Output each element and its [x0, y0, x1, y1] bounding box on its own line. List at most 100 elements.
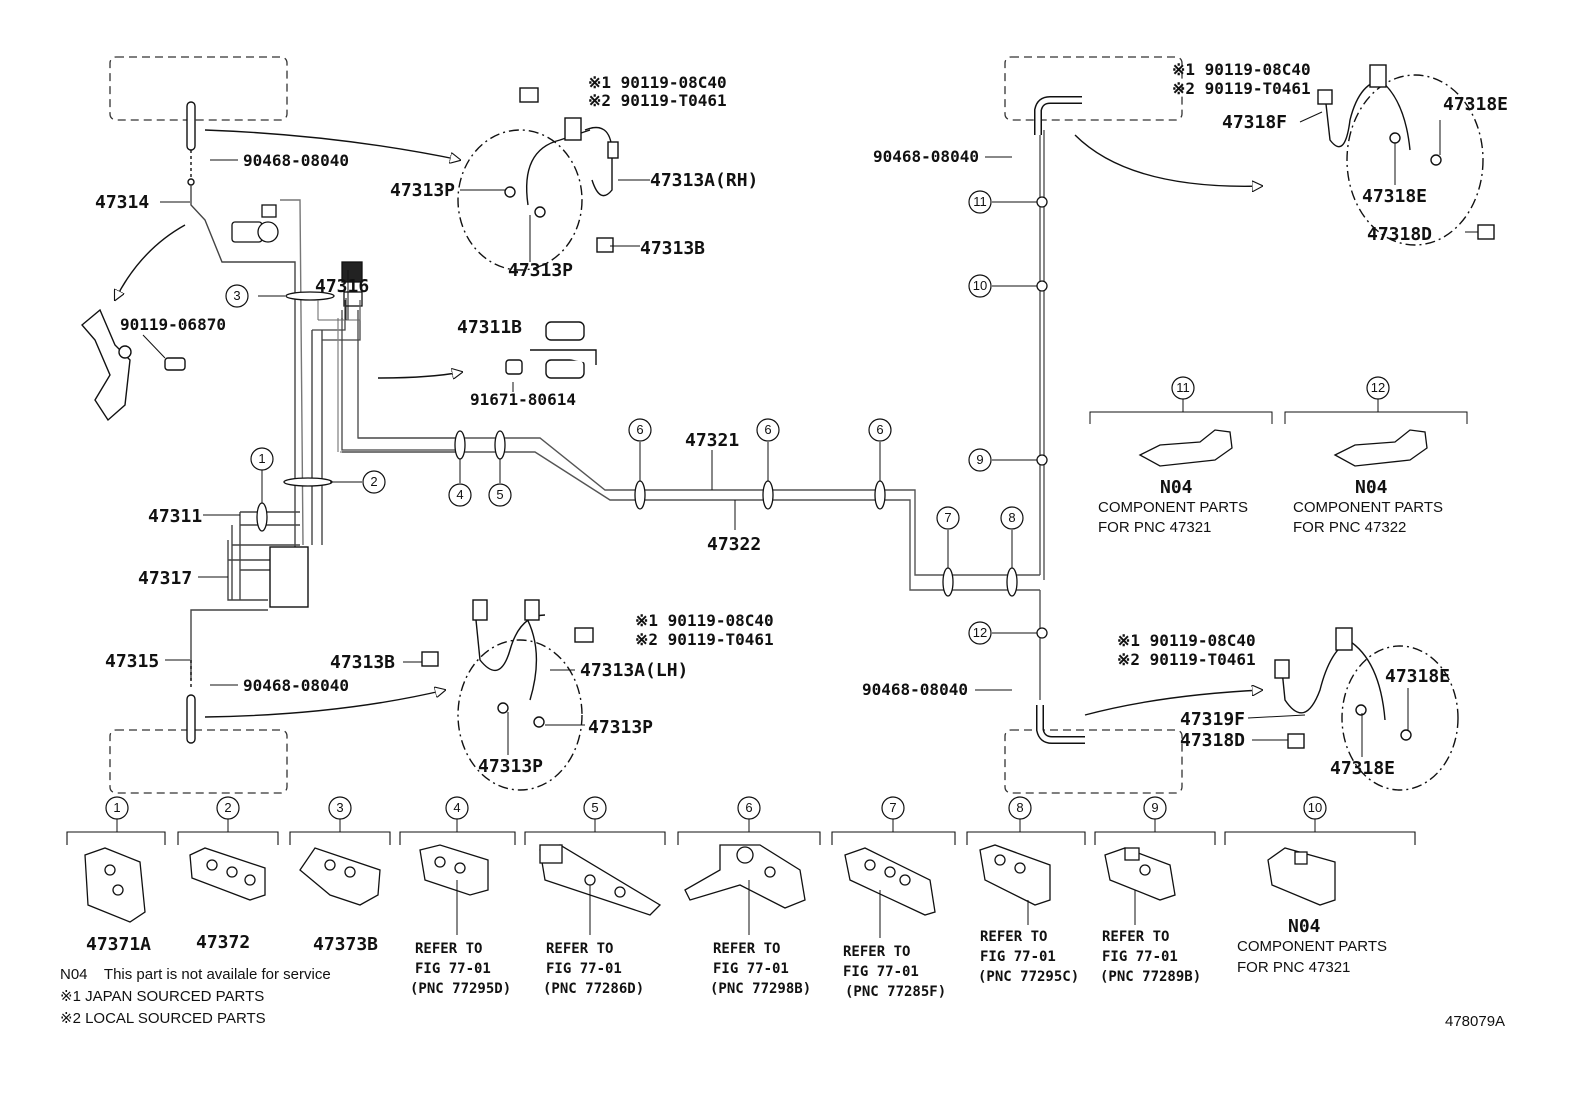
ref-11-line1: COMPONENT PARTS: [1098, 499, 1248, 516]
label-fr-hose: 47318F: [1222, 112, 1287, 133]
callout-4-label: 4: [456, 487, 463, 502]
b7-l3: (PNC 77285F): [845, 984, 946, 1000]
brake-actuator-47317: [269, 546, 309, 608]
label-lh-b: 47313B: [330, 652, 395, 673]
bottom-row-callout-stems: [116, 819, 1316, 832]
callout-2-label: 2: [370, 474, 377, 489]
b4-l3: (PNC 77295D): [410, 981, 511, 997]
label-47314: 47314: [95, 192, 149, 213]
b4-num: 4: [453, 800, 460, 815]
label-rh-b: 47313B: [640, 238, 705, 259]
ref-11-num: 11: [1176, 380, 1190, 395]
b3-num: 3: [336, 800, 343, 815]
bottom-leaders: [456, 880, 1136, 938]
callout-6c-label: 6: [876, 422, 883, 437]
legend: N04 This part is not availale for servic…: [60, 966, 331, 1027]
callout-12: [968, 621, 992, 645]
label-rr-bolt1: ※1 90119-08C40: [1117, 631, 1256, 650]
legend-japan: ※1 JAPAN SOURCED PARTS: [60, 988, 264, 1005]
rear-left-fitting: [186, 660, 196, 744]
callout-3-label: 3: [233, 288, 240, 303]
callout-5: [488, 483, 512, 507]
b4-l2: FIG 77-01: [415, 961, 491, 977]
callout-6a: [628, 418, 652, 442]
b10-l1: COMPONENT PARTS: [1237, 938, 1387, 955]
b6-l3: (PNC 77298B): [710, 981, 811, 997]
label-47317: 47317: [138, 568, 192, 589]
b9-l1: REFER TO: [1102, 929, 1169, 945]
clamp-2-shape: [283, 477, 333, 487]
ref-12-line1: COMPONENT PARTS: [1293, 499, 1443, 516]
clamp-3-shape: [285, 291, 335, 301]
label-clip-rl: 90468-08040: [243, 676, 349, 695]
label-47322: 47322: [707, 534, 761, 555]
right-rear-fitting: [1036, 705, 1085, 744]
callout-6b-label: 6: [764, 422, 771, 437]
label-lh-bolt1: ※1 90119-08C40: [635, 611, 774, 630]
callout-3: [225, 284, 249, 308]
callout-12-label: 12: [973, 625, 987, 640]
legend-n04: N04 This part is not availale for servic…: [60, 966, 331, 983]
b3-label: 47373B: [313, 934, 378, 955]
diagram-callout-numbers: 1 2 3 4 5 6 6 6 7 8 11 10 9 12: [233, 194, 1015, 640]
label-clip-rr: 90468-08040: [862, 680, 968, 699]
label-47321: 47321: [685, 430, 739, 451]
part-labels: 47314 47316 47311 47317 47315 47321 4732…: [95, 94, 1508, 779]
bottom-row-brackets: [66, 831, 1416, 845]
main-pipes-47321-47322: [342, 437, 1040, 591]
label-fr-bolt2: ※2 90119-T0461: [1172, 79, 1311, 98]
ref-11-line2: FOR PNC 47321: [1098, 519, 1211, 536]
callout-1-label: 1: [258, 451, 265, 466]
diagram-callouts: [225, 190, 1024, 645]
bottom-refer-labels: REFER TO FIG 77-01 (PNC 77295D) REFER TO…: [410, 929, 1201, 1000]
callout-8-label: 8: [1008, 510, 1015, 525]
label-rr-bolt2: ※2 90119-T0461: [1117, 650, 1256, 669]
ref-12-num: 12: [1371, 380, 1385, 395]
callout-10: [968, 274, 992, 298]
callout-4: [448, 483, 472, 507]
right-vertical-pipe: [1039, 130, 1045, 700]
bolt-labels: 90468-08040 90468-08040 90468-08040 9046…: [120, 60, 1311, 699]
callout-6c: [868, 418, 892, 442]
callout-6a-label: 6: [636, 422, 643, 437]
label-47311B: 47311B: [457, 317, 522, 338]
b5-l3: (PNC 77286D): [543, 981, 644, 997]
ref-12-line2: FOR PNC 47322: [1293, 519, 1406, 536]
b8-num: 8: [1016, 800, 1023, 815]
b1-num: 1: [113, 800, 120, 815]
label-rr-e1: 47318E: [1385, 666, 1450, 687]
b6-l2: FIG 77-01: [713, 961, 789, 977]
label-fr-bolt1: ※1 90119-08C40: [1172, 60, 1311, 79]
label-clip-fl: 90468-08040: [243, 151, 349, 170]
bottom-row-callout-numbers: 1 2 3 4 5 6 7 8 9 10: [113, 800, 1322, 815]
label-rr-d: 47318D: [1180, 730, 1245, 751]
bottom-clamp-drawings: [84, 844, 1336, 923]
b6-l1: REFER TO: [713, 941, 780, 957]
abs-sensor-front-left: [231, 204, 279, 243]
front-left-fitting: [186, 101, 196, 186]
rear-right-wheel-box: [1004, 729, 1183, 794]
label-fr-e2: 47318E: [1362, 186, 1427, 207]
label-47315: 47315: [105, 651, 159, 672]
label-fr-e1: 47318E: [1443, 94, 1508, 115]
b9-l3: (PNC 77289B): [1100, 969, 1201, 985]
leader-lines: [142, 111, 1478, 757]
b6-num: 6: [745, 800, 752, 815]
bracket-90119-06870: [81, 308, 186, 422]
label-rh-bolt1: ※1 90119-08C40: [588, 73, 727, 92]
b10-n04: N04: [1288, 916, 1321, 937]
b4-l1: REFER TO: [415, 941, 482, 957]
ref-12-group: 12 N04 COMPONENT PARTS FOR PNC 47322: [1284, 376, 1468, 536]
right-pipe-clamps: [1036, 196, 1048, 639]
label-rr-e2: 47318E: [1330, 758, 1395, 779]
label-rh-p-bot: 47313P: [508, 260, 573, 281]
b7-num: 7: [889, 800, 896, 815]
clamp-47311B: [505, 321, 597, 379]
label-47311: 47311: [148, 506, 202, 527]
front-right-wheel-box: [1004, 56, 1183, 121]
ref-11-group: 11 N04 COMPONENT PARTS FOR PNC 47321: [1089, 376, 1273, 536]
left-pipes: [190, 185, 323, 680]
b9-num: 9: [1151, 800, 1158, 815]
right-front-fitting: [1034, 96, 1082, 135]
